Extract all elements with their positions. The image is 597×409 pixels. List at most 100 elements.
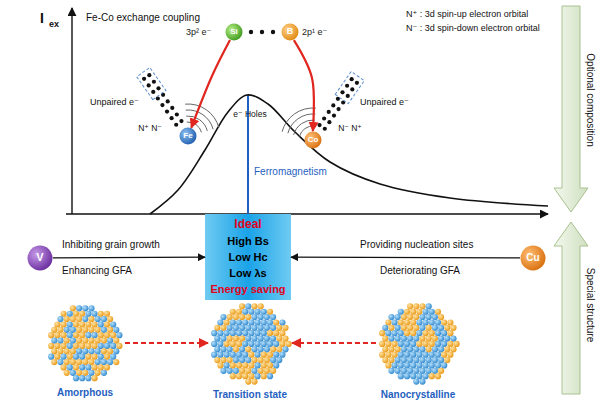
atom-particle bbox=[435, 373, 441, 379]
atom-particle bbox=[67, 343, 73, 349]
atom-particle bbox=[416, 330, 422, 336]
atom-particle bbox=[220, 325, 226, 331]
atom-particle bbox=[116, 332, 122, 338]
atom-particle bbox=[245, 346, 251, 352]
node-text: Co bbox=[304, 131, 322, 149]
atom-particle bbox=[279, 352, 285, 358]
atom-particle bbox=[447, 319, 453, 325]
atom-particle bbox=[429, 330, 435, 336]
atom-particle bbox=[82, 359, 88, 365]
effect-arrow bbox=[53, 257, 205, 259]
atom-particle bbox=[447, 352, 453, 358]
atom-particle bbox=[51, 337, 57, 343]
atom-sphere bbox=[521, 246, 546, 271]
atom-particle bbox=[61, 311, 67, 317]
atom-particle bbox=[67, 311, 73, 317]
atom-particle bbox=[426, 357, 432, 363]
atom-particle bbox=[76, 327, 82, 333]
atom-particle bbox=[57, 316, 63, 322]
atom-particle bbox=[104, 364, 110, 370]
atom-particle bbox=[88, 316, 94, 322]
atom-particle bbox=[282, 335, 288, 341]
atom-particle bbox=[113, 337, 119, 343]
electron-dot bbox=[165, 110, 169, 114]
atom-particle bbox=[113, 359, 119, 365]
atom-particle bbox=[245, 378, 251, 384]
atom-particle bbox=[255, 352, 261, 358]
atom-particle bbox=[224, 352, 230, 358]
atom-particle bbox=[88, 359, 94, 365]
atom-particle bbox=[270, 368, 276, 374]
atom-particle bbox=[416, 319, 422, 325]
atom-particle bbox=[51, 359, 57, 365]
atom-particle bbox=[110, 354, 116, 360]
atom-particle bbox=[404, 352, 410, 358]
atom-particle bbox=[227, 335, 233, 341]
atom-particle bbox=[273, 330, 279, 336]
atom-particle bbox=[85, 321, 91, 327]
atom-particle bbox=[426, 303, 432, 309]
atom-particle bbox=[282, 325, 288, 331]
atom-particle bbox=[230, 341, 236, 347]
atom-particle bbox=[67, 332, 73, 338]
atom-particle bbox=[413, 357, 419, 363]
atom-particle bbox=[273, 362, 279, 368]
atom-particle bbox=[104, 311, 110, 317]
atom-particle bbox=[410, 309, 416, 315]
atom-particle bbox=[258, 357, 264, 363]
atom-particle bbox=[432, 314, 438, 320]
electron-dot bbox=[350, 77, 354, 81]
atom-particle bbox=[214, 325, 220, 331]
atom-particle bbox=[101, 348, 107, 354]
atom-sphere bbox=[28, 246, 53, 271]
atom-particle bbox=[242, 309, 248, 315]
atom-particle bbox=[101, 370, 107, 376]
atom-particle bbox=[419, 346, 425, 352]
atom-particle bbox=[217, 352, 223, 358]
atom-particle bbox=[70, 370, 76, 376]
atom-particle bbox=[236, 373, 242, 379]
atom-particle bbox=[255, 362, 261, 368]
down-block-arrow bbox=[554, 6, 588, 212]
atom-particle bbox=[104, 332, 110, 338]
atom-particle bbox=[104, 321, 110, 327]
atom-particle bbox=[276, 335, 282, 341]
atom-particle bbox=[426, 346, 432, 352]
atom-particle bbox=[410, 319, 416, 325]
ideal-box: IdealHigh BsLow HcLow λsEnergy saving bbox=[205, 214, 291, 300]
atom-particle bbox=[407, 325, 413, 331]
atom-particle bbox=[239, 303, 245, 309]
atom-particle bbox=[220, 346, 226, 352]
atom-particle bbox=[104, 354, 110, 360]
atom-particle bbox=[404, 373, 410, 379]
atom-particle bbox=[416, 373, 422, 379]
electron-dot bbox=[170, 106, 174, 110]
electron-dot bbox=[156, 96, 160, 100]
atom-particle bbox=[76, 305, 82, 311]
electron-dot bbox=[174, 123, 178, 127]
atom-particle bbox=[251, 314, 257, 320]
atom-particle bbox=[227, 357, 233, 363]
atom-particle bbox=[236, 362, 242, 368]
atom-particle bbox=[438, 346, 444, 352]
atom-particle bbox=[85, 354, 91, 360]
electron-label: Unpaired e⁻ bbox=[90, 98, 139, 107]
atom-particle bbox=[429, 352, 435, 358]
atom-particle bbox=[429, 373, 435, 379]
atom-particle bbox=[54, 332, 60, 338]
atom-particle bbox=[388, 346, 394, 352]
atom-particle bbox=[248, 330, 254, 336]
atom-particle bbox=[85, 311, 91, 317]
atom-particle bbox=[435, 352, 441, 358]
atom-particle bbox=[242, 341, 248, 347]
electron-label: 2p¹ e⁻ bbox=[302, 28, 327, 37]
atom-particle bbox=[88, 370, 94, 376]
atom-particle bbox=[73, 321, 79, 327]
atom-particle bbox=[92, 364, 98, 370]
atom-particle bbox=[395, 368, 401, 374]
atom-particle bbox=[413, 346, 419, 352]
atom-particle bbox=[239, 335, 245, 341]
atom-particle bbox=[82, 337, 88, 343]
atom-particle bbox=[432, 325, 438, 331]
atom-particle bbox=[107, 337, 113, 343]
